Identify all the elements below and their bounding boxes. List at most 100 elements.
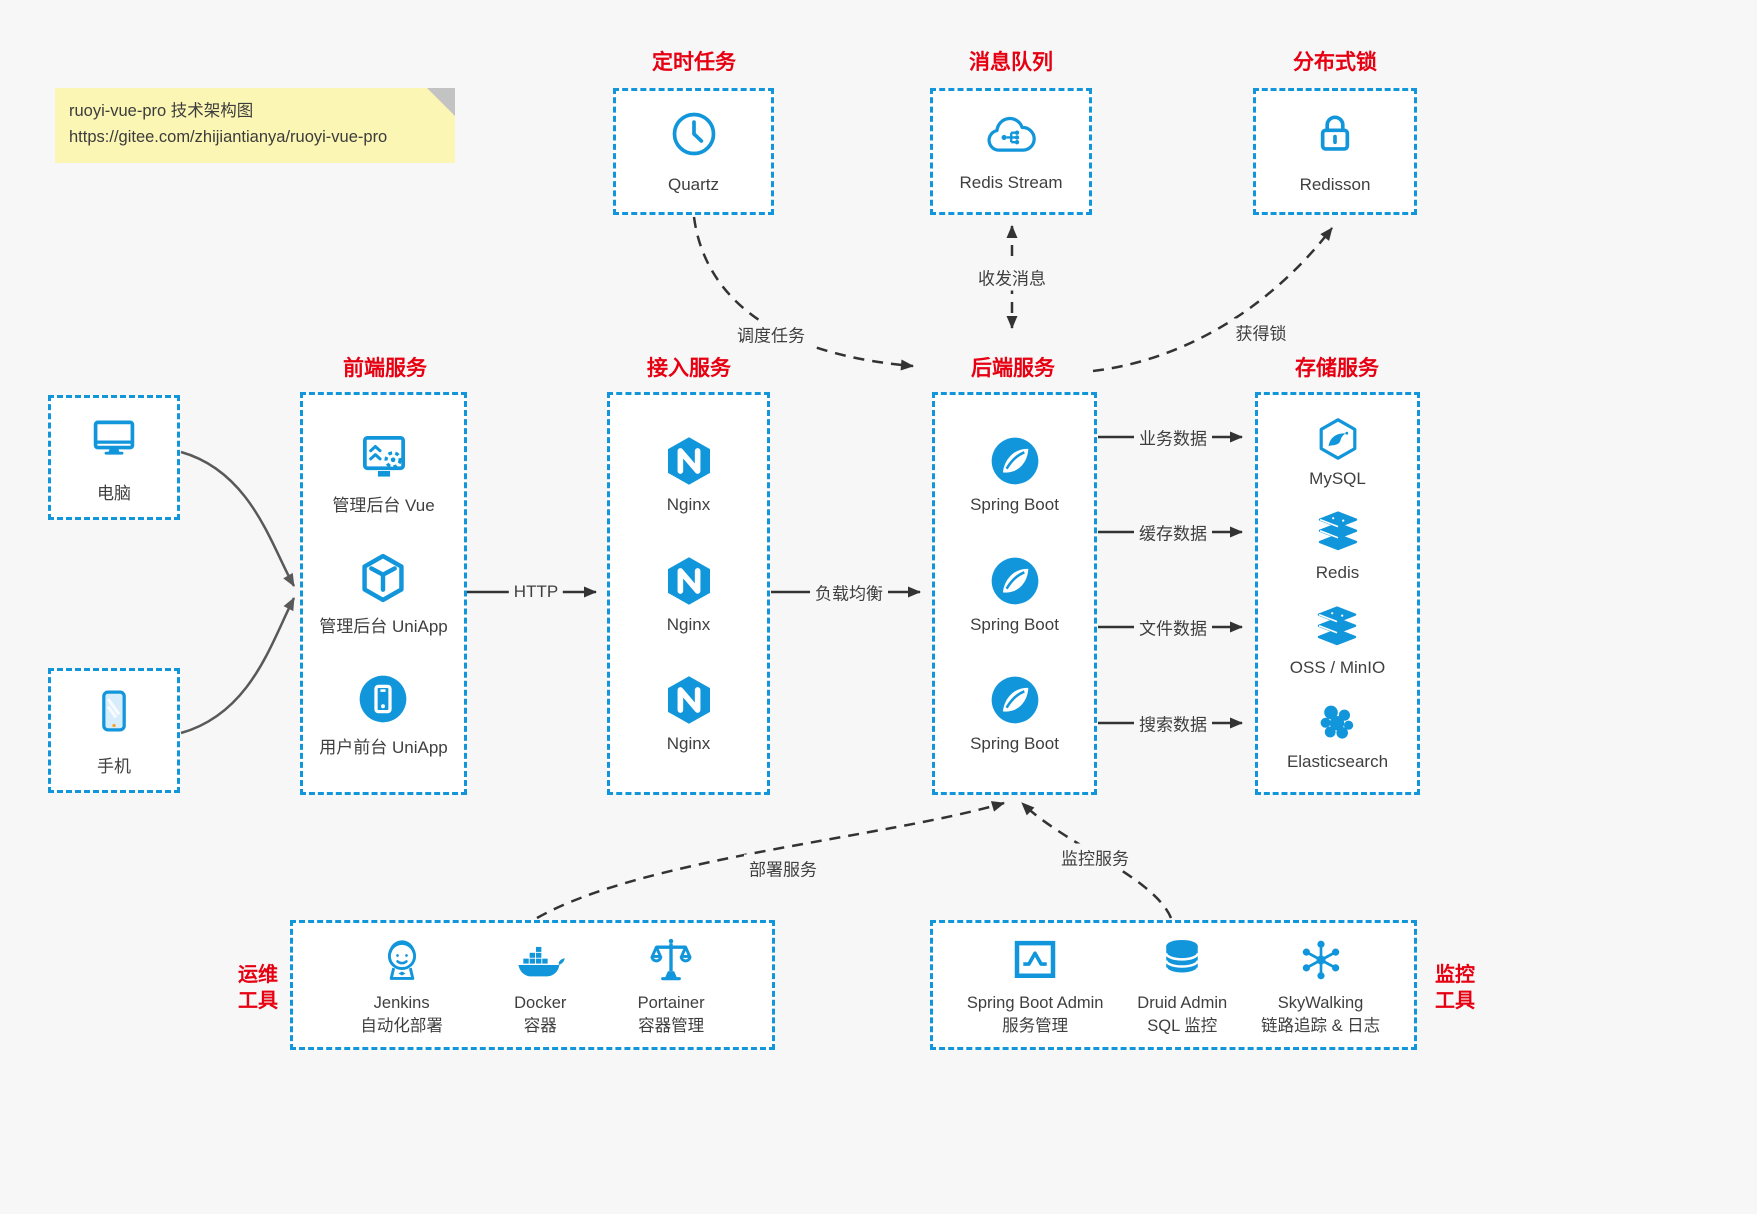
spring-boot-icon xyxy=(991,557,1038,604)
mysql-icon xyxy=(1319,418,1356,460)
edge-label-monitor-service: 监控服务 xyxy=(1056,843,1134,871)
cube-icon xyxy=(362,553,405,603)
node-nginx-3: Nginx xyxy=(661,672,717,754)
ops-tools-title: 运维 工具 xyxy=(238,962,278,1014)
edge-label-cache-data: 缓存数据 xyxy=(1134,518,1212,546)
column-title-gateway: 接入服务 xyxy=(647,357,731,380)
scales-icon xyxy=(650,939,692,981)
network-trace-icon xyxy=(1302,940,1339,980)
gateway-services-box: Nginx Nginx Nginx xyxy=(607,392,770,795)
cloud-stream-icon xyxy=(987,117,1036,152)
redis-stream-box: Redis Stream xyxy=(930,88,1092,215)
redis-stream-label: Redis Stream xyxy=(959,173,1063,192)
springboot-label: Spring Boot xyxy=(970,734,1059,754)
redis-label: Redis xyxy=(1315,563,1360,583)
node-elasticsearch: Elasticsearch xyxy=(1287,698,1388,772)
edge-label-acquire-lock: 获得锁 xyxy=(1230,318,1292,346)
docker-desc: 容器 xyxy=(523,1016,557,1035)
database-icon xyxy=(1165,940,1200,976)
jenkins-desc: 自动化部署 xyxy=(360,1016,443,1035)
node-nginx-1: Nginx xyxy=(661,433,717,515)
docker-icon xyxy=(518,947,565,977)
frontend-services-box: 管理后台 Vue 管理后台 UniApp 用户前台 UniApp xyxy=(300,392,467,795)
portainer-desc: 容器管理 xyxy=(638,1016,705,1035)
redisson-label: Redisson xyxy=(1299,175,1371,194)
node-admin-vue: 管理后台 Vue xyxy=(332,429,435,516)
elasticsearch-label: Elasticsearch xyxy=(1286,751,1389,771)
node-springboot-admin: Spring Boot Admin 服务管理 xyxy=(967,933,1104,1037)
redis-stack-icon xyxy=(1318,511,1357,551)
node-admin-uniapp: 管理后台 UniApp xyxy=(319,550,448,637)
portainer-name: Portainer xyxy=(637,994,705,1013)
edge-label-load-balance: 负载均衡 xyxy=(810,578,888,606)
node-mysql: MySQL xyxy=(1309,415,1366,489)
storage-services-box: MySQL Redis OSS / MinIO xyxy=(1255,392,1420,795)
node-redis: Redis xyxy=(1313,509,1363,583)
note-fold-corner xyxy=(427,88,455,116)
edge-label-business-data: 业务数据 xyxy=(1134,423,1212,451)
jenkins-name: Jenkins xyxy=(373,994,430,1013)
springboot-label: Spring Boot xyxy=(970,494,1059,514)
redisson-box: Redisson xyxy=(1253,88,1417,215)
elasticsearch-icon xyxy=(1321,705,1354,739)
phone-icon xyxy=(102,690,126,731)
node-portainer: Portainer 容器管理 xyxy=(638,933,705,1037)
skywalking-name: SkyWalking xyxy=(1277,994,1364,1013)
node-druid-admin: Druid Admin SQL 监控 xyxy=(1137,933,1227,1037)
monitor-tools-title-line1: 监控 xyxy=(1435,964,1475,986)
druid-admin-name: Druid Admin xyxy=(1137,994,1228,1013)
nginx-icon xyxy=(667,436,710,485)
skywalking-desc: 链路追踪 & 日志 xyxy=(1260,1016,1381,1035)
edge-label-http: HTTP xyxy=(508,581,564,603)
springboot-admin-name: Spring Boot Admin xyxy=(966,994,1104,1013)
node-jenkins: Jenkins 自动化部署 xyxy=(360,933,443,1037)
ops-tools-box: Jenkins 自动化部署 Docker 容器 xyxy=(290,920,775,1050)
node-skywalking: SkyWalking 链路追踪 & 日志 xyxy=(1261,933,1380,1037)
nginx-icon xyxy=(667,676,710,725)
nginx-label: Nginx xyxy=(666,734,711,754)
spring-boot-icon xyxy=(991,437,1038,485)
column-title-storage: 存储服务 xyxy=(1295,357,1379,380)
springboot-label: Spring Boot xyxy=(970,614,1059,634)
node-springboot-2: Spring Boot xyxy=(970,553,1059,635)
node-user-uniapp: 用户前台 UniApp xyxy=(319,671,448,758)
node-nginx-2: Nginx xyxy=(661,553,717,635)
monitor-tools-title: 监控 工具 xyxy=(1435,962,1475,1014)
column-title-frontend: 前端服务 xyxy=(343,357,427,380)
edge-label-deploy-service: 部署服务 xyxy=(744,854,822,882)
portainer-label: Portainer 容器管理 xyxy=(638,992,705,1037)
mobile-app-icon xyxy=(360,675,407,723)
note-url: https://gitee.com/zhijiantianya/ruoyi-vu… xyxy=(69,128,388,147)
quartz-label: Quartz xyxy=(667,175,720,194)
edge-label-send-receive-msg: 收发消息 xyxy=(973,263,1051,291)
springboot-admin-desc: 服务管理 xyxy=(1002,1016,1069,1035)
docker-name: Docker xyxy=(514,994,567,1013)
admin-uniapp-label: 管理后台 UniApp xyxy=(319,617,448,636)
edge-label-search-data: 搜索数据 xyxy=(1134,709,1212,737)
skywalking-label: SkyWalking 链路追踪 & 日志 xyxy=(1261,992,1380,1037)
sticky-note: ruoyi-vue-pro 技术架构图 https://gitee.com/zh… xyxy=(55,88,455,163)
admin-vue-label: 管理后台 Vue xyxy=(332,496,435,515)
docker-label: Docker 容器 xyxy=(514,992,566,1037)
springboot-admin-label: Spring Boot Admin 服务管理 xyxy=(967,992,1104,1037)
edge-label-schedule-task: 调度任务 xyxy=(732,320,810,348)
ops-tools-title-line2: 工具 xyxy=(238,990,278,1012)
monitor-tools-box: Spring Boot Admin 服务管理 Druid Admin SQL 监… xyxy=(930,920,1417,1050)
node-springboot-3: Spring Boot xyxy=(970,672,1059,754)
group-title-distributed-lock: 分布式锁 xyxy=(1293,51,1377,74)
quartz-box: Quartz xyxy=(613,88,774,215)
oss-minio-label: OSS / MinIO xyxy=(1289,657,1386,677)
node-docker: Docker 容器 xyxy=(510,933,570,1037)
user-uniapp-label: 用户前台 UniApp xyxy=(319,738,448,757)
monitor-tools-title-line2: 工具 xyxy=(1435,990,1475,1012)
desktop-icon xyxy=(93,420,135,455)
spring-boot-icon xyxy=(991,676,1038,724)
group-title-message-queue: 消息队列 xyxy=(969,51,1053,74)
group-title-scheduled-tasks: 定时任务 xyxy=(652,51,736,74)
clock-icon xyxy=(672,112,715,156)
druid-admin-label: Druid Admin SQL 监控 xyxy=(1137,992,1227,1037)
lock-icon xyxy=(1320,115,1350,151)
edge-label-file-data: 文件数据 xyxy=(1134,613,1212,641)
